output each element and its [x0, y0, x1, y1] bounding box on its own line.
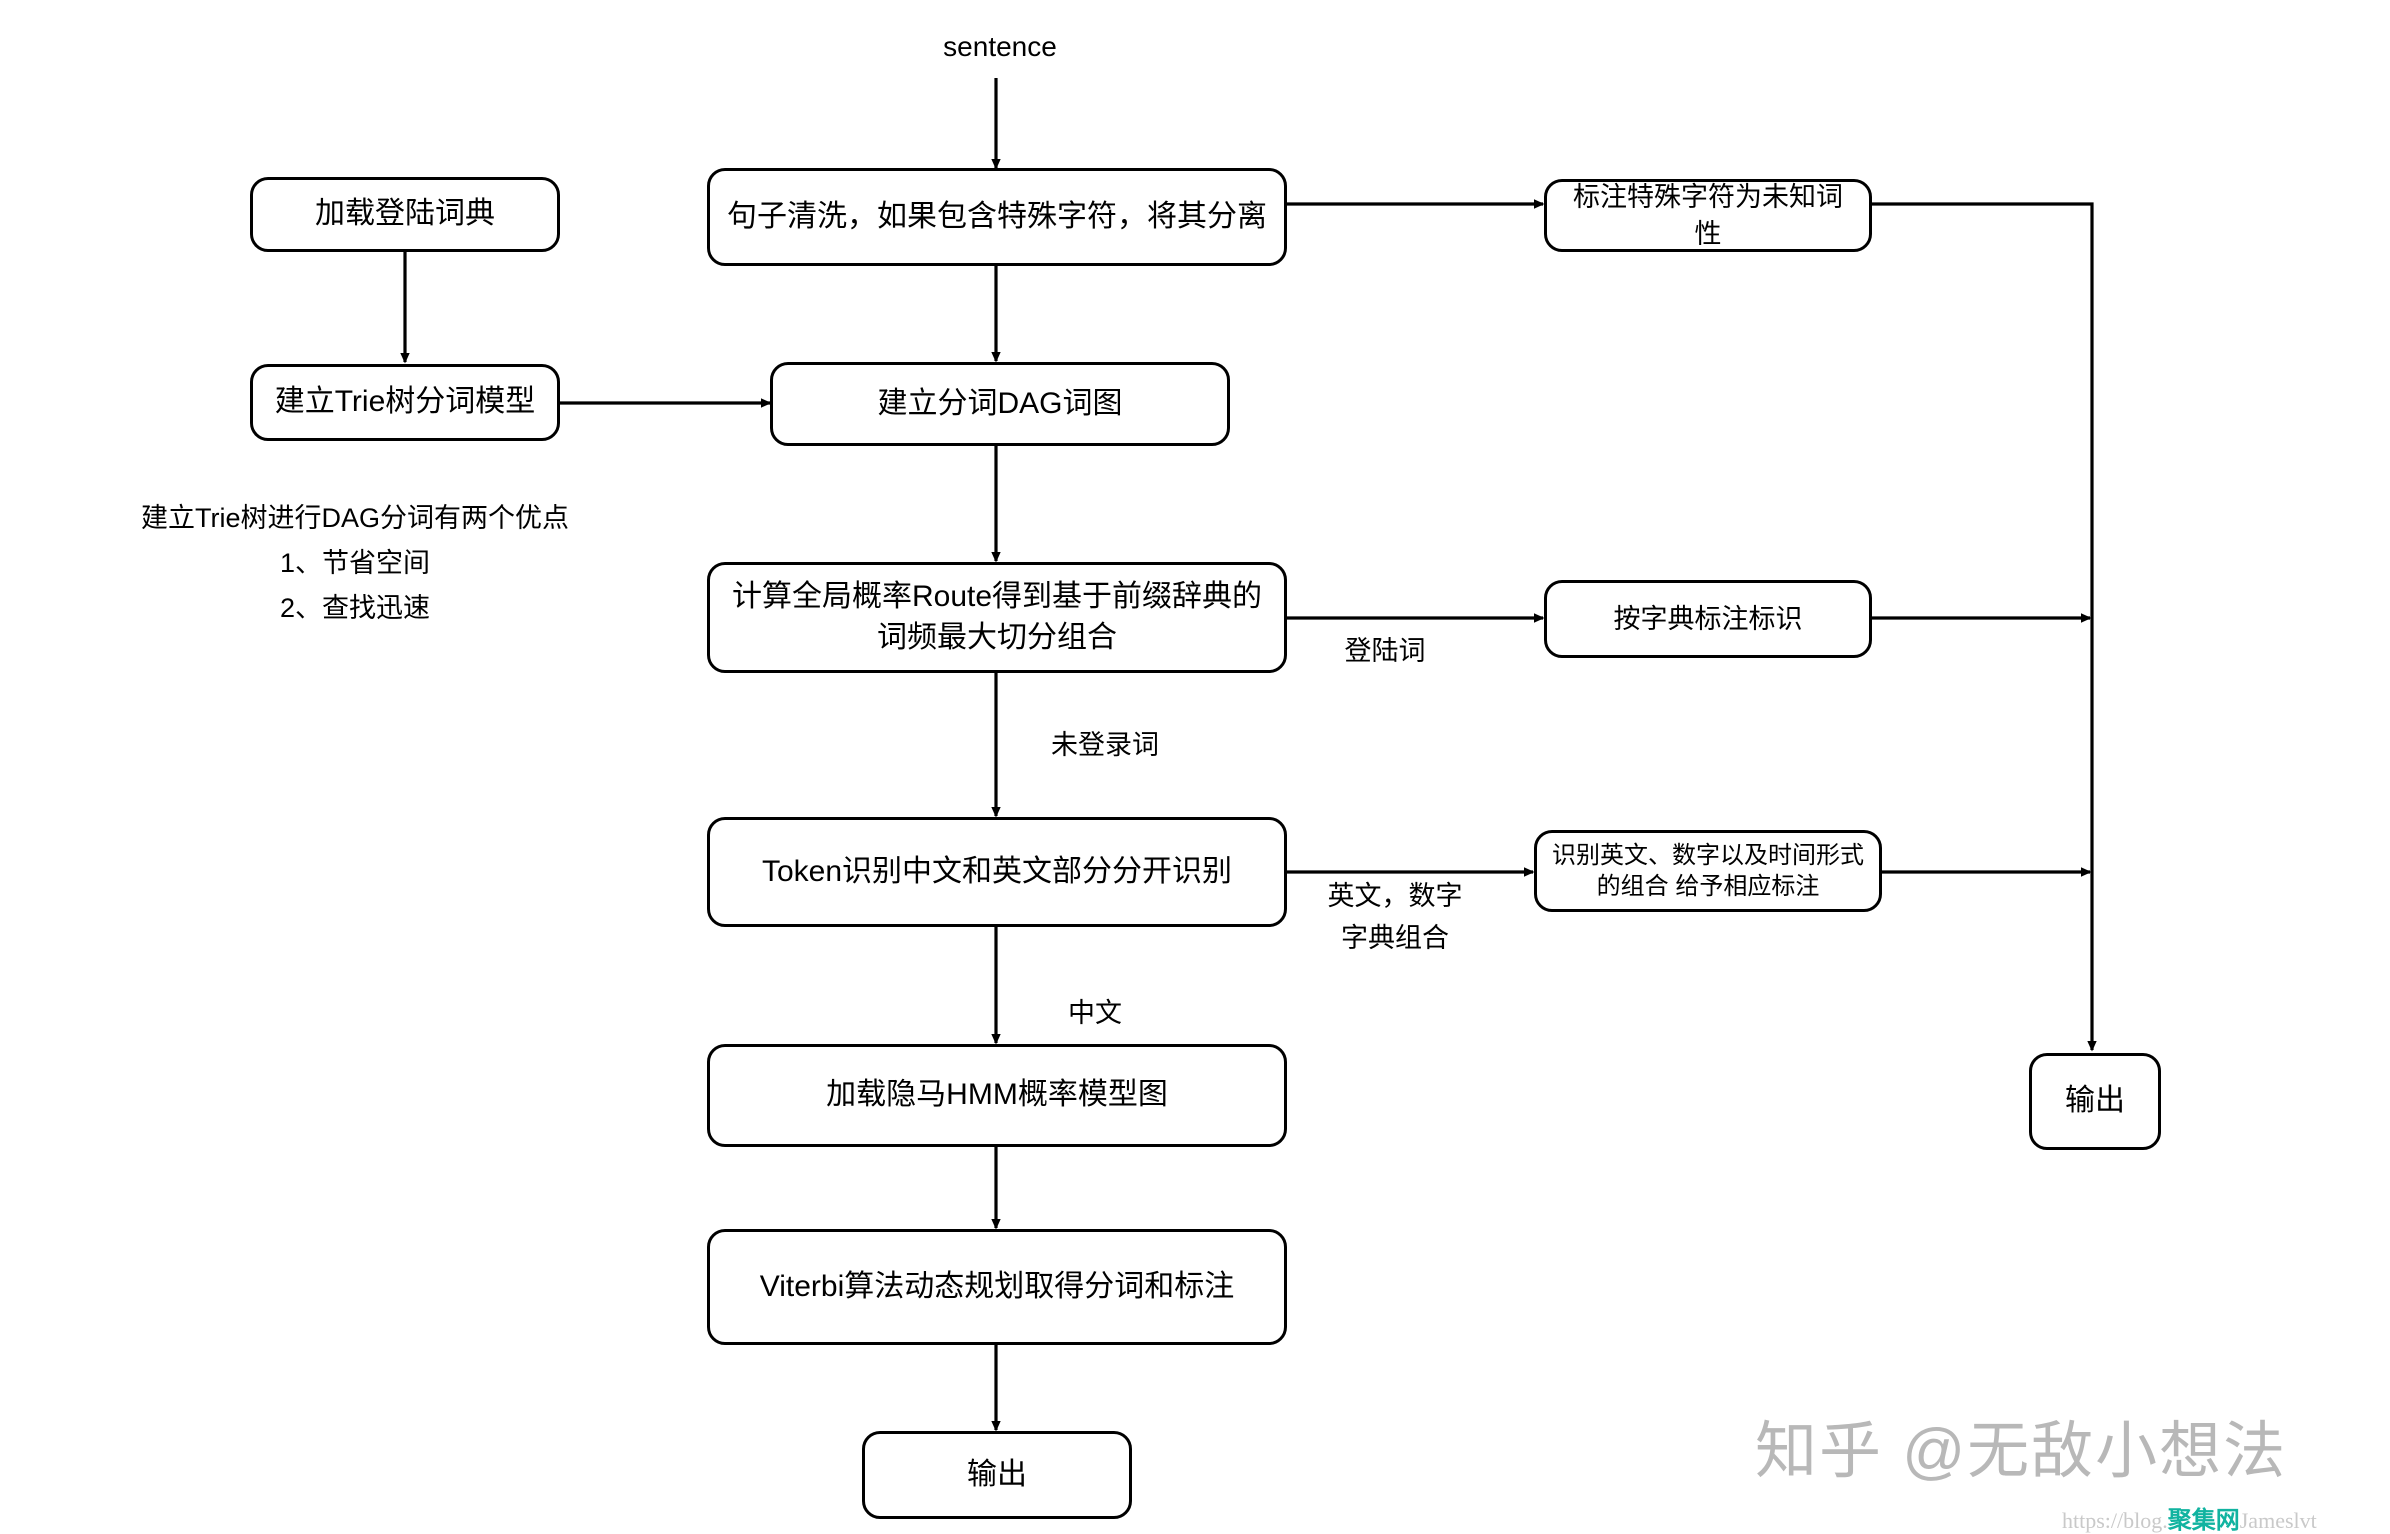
node-build-dag[interactable]: 建立分词DAG词图 — [770, 362, 1230, 446]
edge-label-english-number-line2: 字典组合 — [1341, 923, 1449, 953]
node-output-bottom[interactable]: 输出 — [862, 1431, 1132, 1519]
node-load-hmm[interactable]: 加载隐马HMM概率模型图 — [707, 1044, 1287, 1147]
wire-right-bus-vertical — [1872, 202, 2097, 1052]
sentence-label: sentence — [943, 31, 1057, 62]
watermark-url-accent: 聚集网 — [2167, 1507, 2240, 1534]
node-output-right[interactable]: 输出 — [2029, 1053, 2161, 1150]
node-viterbi[interactable]: Viterbi算法动态规划取得分词和标注 — [707, 1229, 1287, 1345]
node-build-trie[interactable]: 建立Trie树分词模型 — [250, 364, 560, 441]
trie-note-line-1: 建立Trie树进行DAG分词有两个优点 — [140, 503, 569, 533]
node-mark-by-dict[interactable]: 按字典标注标识 — [1544, 580, 1872, 658]
watermark-url-prefix: https://blog. — [2062, 1508, 2168, 1533]
edge-label-english-number-line1: 英文，数字 — [1327, 881, 1463, 911]
edge-label-chinese: 中文 — [1068, 998, 1122, 1028]
watermark-url: https://blog.聚集网Jameslvt — [2062, 1500, 2317, 1534]
edge-label-registered-word: 登陆词 — [1344, 636, 1426, 666]
node-clean-sentence[interactable]: 句子清洗，如果包含特殊字符，将其分离 — [707, 168, 1287, 266]
node-token-split[interactable]: Token识别中文和英文部分分开识别 — [707, 817, 1287, 927]
edge-label-unregistered-word: 未登录词 — [1051, 730, 1159, 760]
trie-note-line-3: 2、查找迅速 — [279, 593, 431, 623]
node-mark-english-number[interactable]: 识别英文、数字以及时间形式的组合 给予相应标注 — [1534, 830, 1882, 912]
trie-note-line-2: 1、节省空间 — [279, 548, 431, 578]
node-calc-route[interactable]: 计算全局概率Route得到基于前缀辞典的词频最大切分组合 — [707, 562, 1287, 673]
watermark-brand: 知乎 @无敌小想法 — [1755, 1417, 2288, 1486]
node-load-dict[interactable]: 加载登陆词典 — [250, 177, 560, 252]
node-mark-special[interactable]: 标注特殊字符为未知词性 — [1544, 179, 1872, 252]
watermark-url-suffix: Jameslvt — [2239, 1508, 2317, 1533]
